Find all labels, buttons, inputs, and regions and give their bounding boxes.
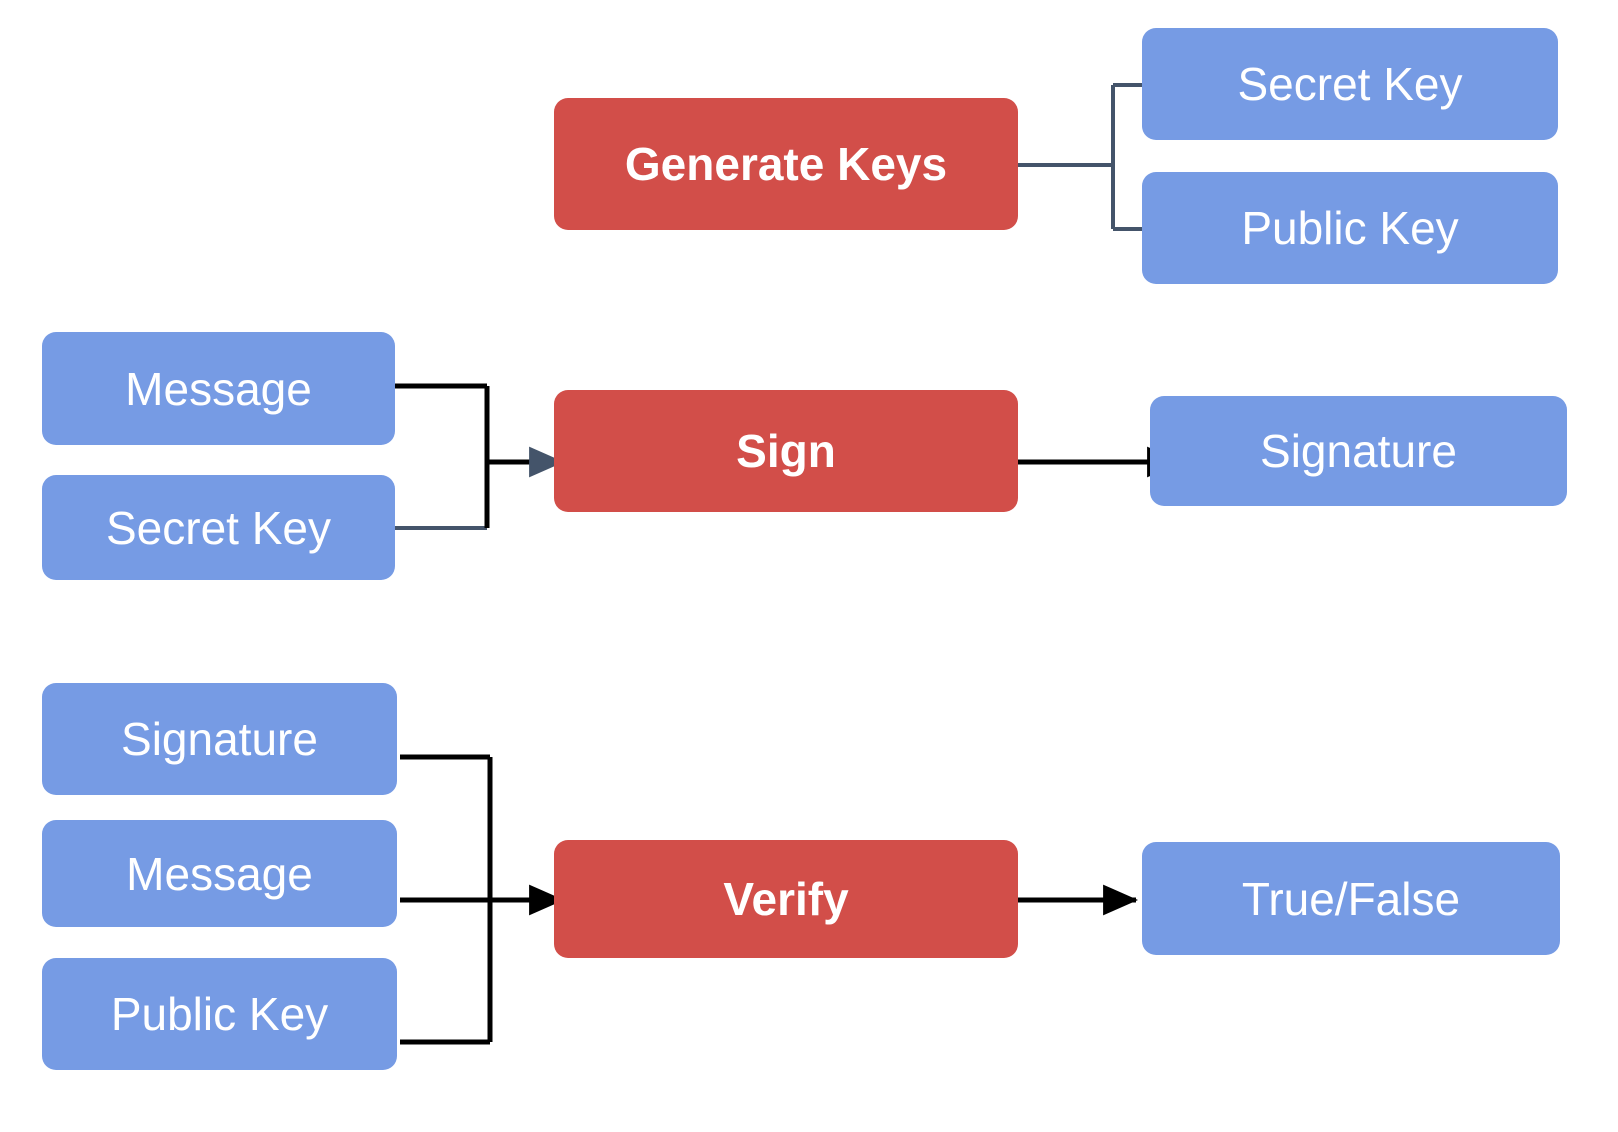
node-output-secret-key-label: Secret Key bbox=[1237, 58, 1463, 110]
node-verify-output-result-label: True/False bbox=[1241, 872, 1461, 925]
node-sign-input-secret-key-label: Secret Key bbox=[106, 501, 331, 554]
node-verify-label: Verify bbox=[723, 873, 849, 925]
node-verify[interactable]: Verify bbox=[554, 840, 1018, 958]
node-verify-input-public-key-label: Public Key bbox=[110, 988, 329, 1040]
node-output-secret-key[interactable]: Secret Key bbox=[1142, 28, 1558, 140]
node-verify-input-public-key[interactable]: Public Key bbox=[42, 958, 397, 1070]
node-verify-input-message[interactable]: Message bbox=[42, 820, 397, 927]
node-sign-output-signature-label: Signature bbox=[1260, 425, 1457, 477]
node-sign-input-message-label: Message bbox=[125, 362, 312, 415]
node-verify-input-message-label: Message bbox=[126, 847, 313, 900]
connector-sign-inputs bbox=[395, 383, 565, 530]
node-verify-input-signature-label: Signature bbox=[121, 713, 318, 765]
node-sign-output-signature[interactable]: Signature bbox=[1150, 396, 1567, 506]
node-sign[interactable]: Sign bbox=[554, 390, 1018, 512]
node-generate-keys[interactable]: Generate Keys bbox=[554, 98, 1018, 230]
node-generate-keys-label: Generate Keys bbox=[624, 138, 948, 190]
node-verify-output-result[interactable]: True/False bbox=[1142, 842, 1560, 955]
connector-verify-inputs bbox=[400, 754, 565, 1045]
node-output-public-key-label: Public Key bbox=[1241, 202, 1459, 254]
node-verify-input-signature[interactable]: Signature bbox=[42, 683, 397, 795]
node-sign-label: Sign bbox=[736, 425, 836, 477]
node-sign-input-secret-key[interactable]: Secret Key bbox=[42, 475, 395, 580]
node-sign-input-message[interactable]: Message bbox=[42, 332, 395, 445]
node-output-public-key[interactable]: Public Key bbox=[1142, 172, 1558, 284]
